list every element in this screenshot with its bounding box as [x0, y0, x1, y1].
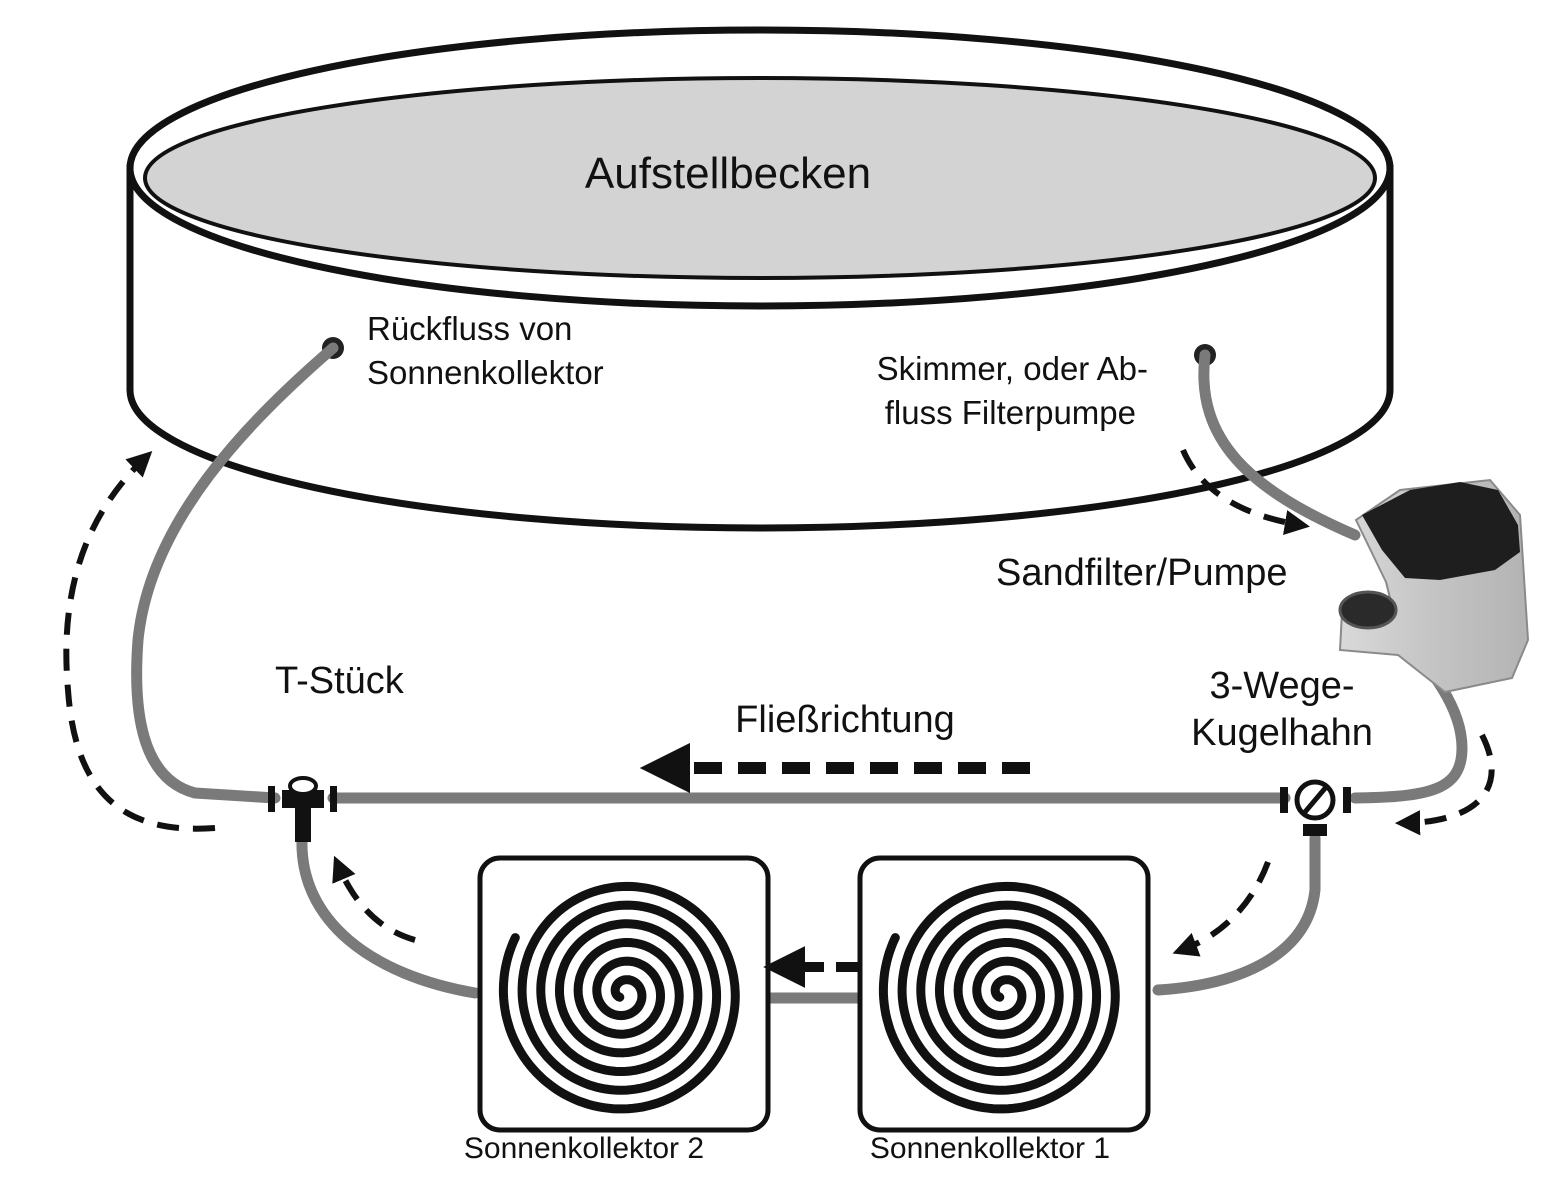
above-ground-pool — [126, 26, 1394, 532]
skimmer-label-line-2: fluss Filterpumpe — [885, 394, 1136, 431]
valve-handle — [1303, 784, 1329, 814]
labels: Aufstellbecken Rückfluss von Sonnenkolle… — [275, 149, 1373, 1165]
skimmer-label-line-1: Skimmer, oder Ab- — [877, 350, 1148, 387]
collector2-to-tee-pipe — [296, 834, 481, 999]
valve-label-line-1: 3-Wege- — [1209, 665, 1354, 707]
pump-port — [1338, 590, 1398, 630]
flow-direction-label: Fließrichtung — [735, 699, 955, 741]
collector-1-label: Sonnenkollektor 1 — [870, 1132, 1110, 1165]
tee-label: T-Stück — [275, 660, 405, 702]
flow-arrow-filter-to-valve — [1394, 733, 1495, 836]
tee-cap — [288, 776, 318, 796]
pipe-network — [131, 342, 1468, 1004]
pool-label: Aufstellbecken — [585, 149, 871, 198]
tee-body — [282, 790, 324, 808]
skimmer-to-filter-pipe — [1198, 349, 1361, 541]
return-label-line-1: Rückfluss von — [367, 310, 572, 347]
solar-collector-1 — [857, 855, 1151, 1133]
valve-label-line-2: Kugelhahn — [1191, 712, 1373, 754]
collector-2-spiral — [498, 881, 740, 1114]
collector-1-spiral — [878, 881, 1120, 1114]
sandfilter-label: Sandfilter/Pumpe — [996, 552, 1288, 594]
valve-left-band — [1280, 787, 1288, 813]
tee-fitting — [268, 776, 337, 842]
valve-to-collector1-pipe — [1152, 832, 1321, 996]
pool-water — [143, 76, 1377, 280]
flow-arrow-skimmer — [1180, 448, 1310, 535]
flow-arrow-return — [63, 451, 216, 832]
collector-2-label: Sonnenkollektor 2 — [464, 1132, 704, 1165]
solar-collector-2 — [477, 855, 771, 1133]
return-pipe — [131, 342, 339, 804]
tee-left-band — [268, 786, 275, 812]
three-way-valve — [1280, 779, 1351, 836]
sand-filter-pump — [1338, 478, 1530, 694]
tee-branch — [295, 806, 311, 842]
flow-arrows — [63, 448, 1495, 988]
return-label-line-2: Sonnenkollektor — [367, 354, 604, 391]
tee-right-band — [330, 786, 337, 812]
flow-arrow-to-tee — [332, 855, 416, 943]
valve-right-band — [1343, 787, 1351, 813]
filter-top — [1362, 482, 1520, 580]
valve-bottom-band — [1303, 824, 1327, 836]
flow-arrow-to-collector1 — [1172, 860, 1271, 957]
